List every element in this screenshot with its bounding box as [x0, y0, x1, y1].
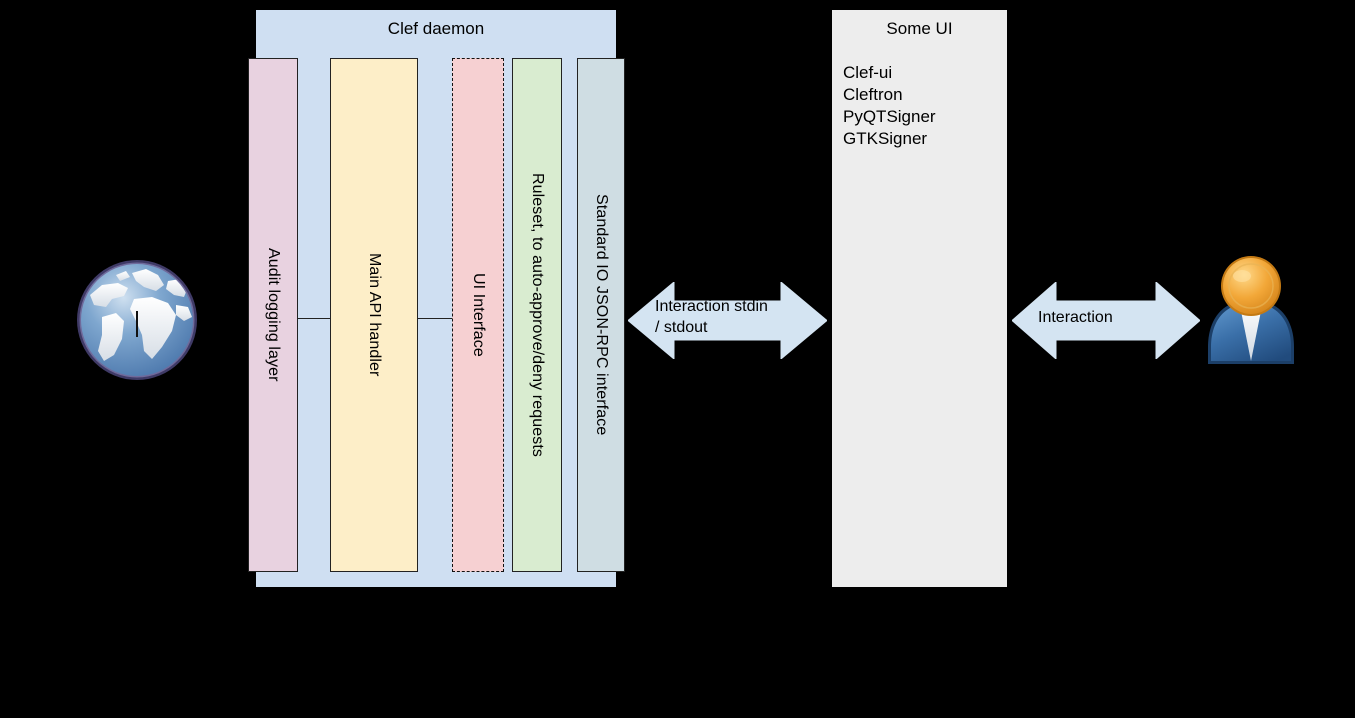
list-item: GTKSigner — [843, 129, 928, 148]
layer-box-ui-interface[interactable]: UI Interface — [452, 58, 504, 572]
list-item: PyQTSigner — [843, 107, 936, 126]
layer-box-audit-logging[interactable]: Audit logging layer — [248, 58, 298, 572]
clef-daemon-title: Clef daemon — [387, 19, 485, 38]
connector-line-audit-api — [298, 318, 330, 319]
layer-label-ui-interface: UI Interface — [470, 273, 487, 357]
some-ui-title: Some UI — [886, 19, 953, 38]
clef-daemon-container — [256, 10, 616, 587]
arrow-label-stdio: Interaction stdin / stdout — [655, 298, 768, 336]
double-arrow-stdio-icon — [628, 282, 827, 359]
layer-box-main-api-handler[interactable]: Main API handler — [330, 58, 418, 572]
layer-label-main-api-handler: Main API handler — [366, 253, 383, 377]
user-icon — [1198, 252, 1304, 367]
some-ui-panel — [832, 10, 1007, 587]
connector-line-api-ui — [418, 318, 452, 319]
list-item: Clef-ui — [843, 63, 893, 82]
layer-label-audit-logging: Audit logging layer — [265, 248, 282, 382]
list-item: Cleftron — [843, 85, 903, 104]
layer-box-standard-io-jsonrpc[interactable]: Standard IO JSON-RPC interface — [577, 58, 625, 572]
layer-box-ruleset[interactable]: Ruleset, to auto-approve/deny requests — [512, 58, 562, 572]
double-arrow-interaction-icon — [1012, 282, 1200, 359]
layer-label-standard-io-jsonrpc: Standard IO JSON-RPC interface — [593, 194, 610, 436]
globe-icon — [72, 255, 202, 385]
layer-label-ruleset: Ruleset, to auto-approve/deny requests — [529, 173, 546, 457]
some-ui-list: Clef-ui Cleftron PyQTSigner GTKSigner — [843, 62, 1003, 150]
arrow-label-interaction: Interaction — [1038, 309, 1113, 326]
